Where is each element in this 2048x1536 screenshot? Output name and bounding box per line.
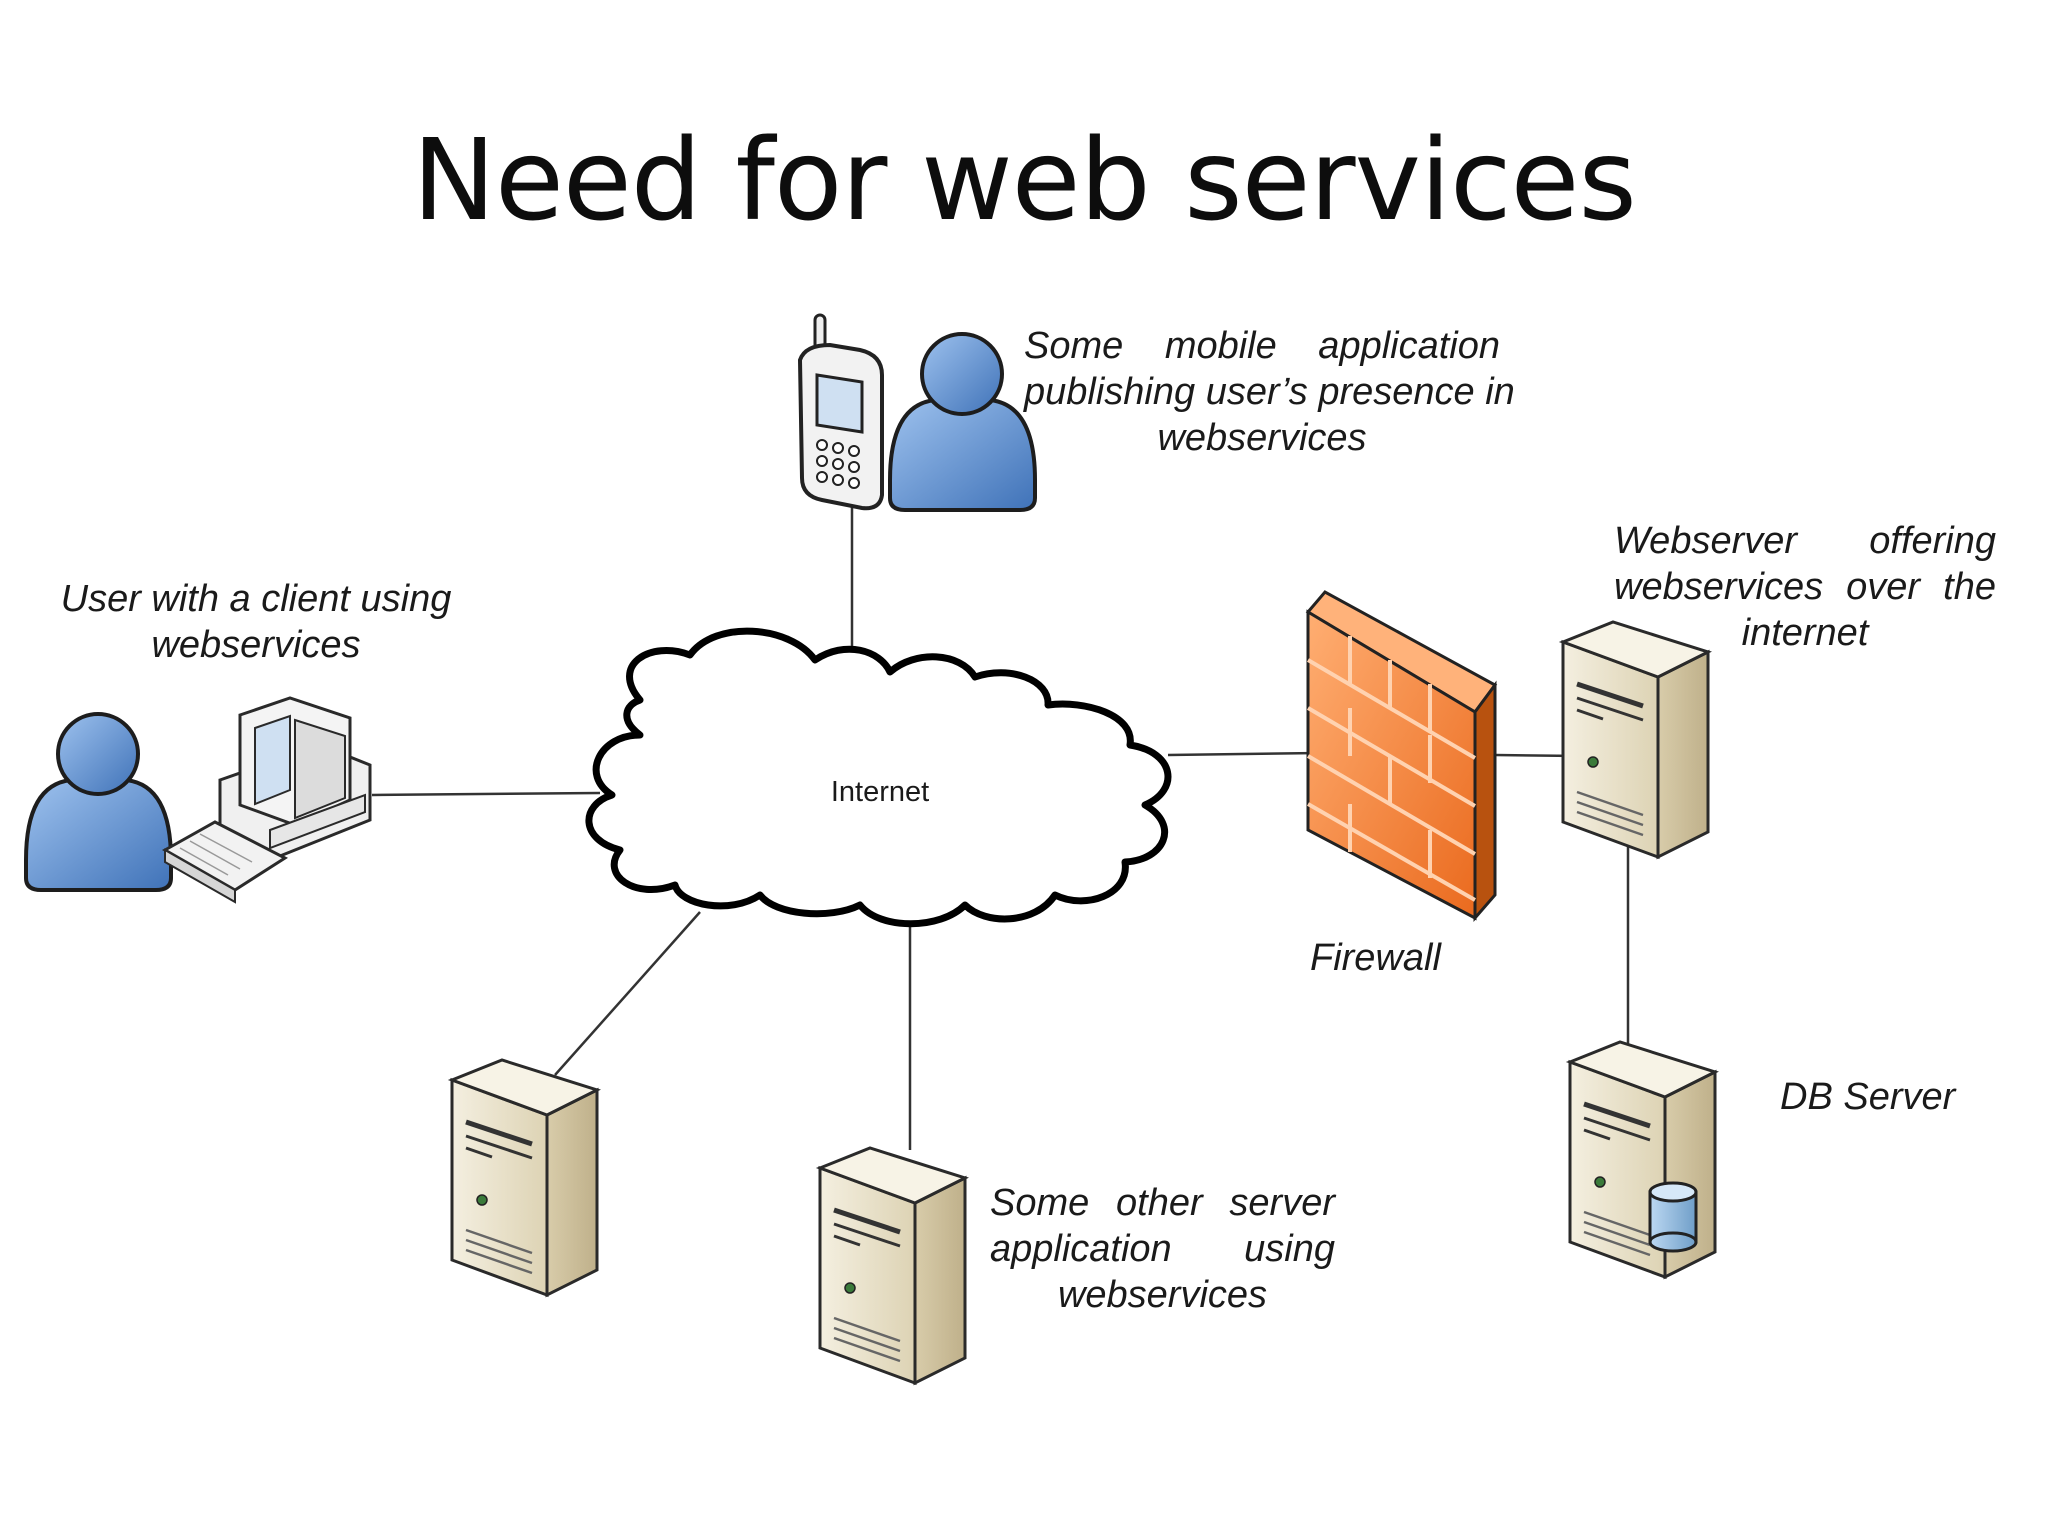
server-left-icon (452, 1060, 597, 1295)
internet-cloud-icon (585, 627, 1172, 928)
mobile-phone-icon (797, 313, 884, 511)
other-server-caption: Some other server application using webs… (990, 1182, 1335, 1316)
connection-lines (371, 500, 1630, 1150)
link-internet-server-left (554, 911, 701, 1076)
database-cylinder-icon (1648, 1181, 1698, 1253)
client-caption: User with a client using webservices (60, 578, 452, 666)
firewall-icon (1305, 590, 1498, 923)
webserver-caption: Webserver offering webservices over the … (1614, 520, 1996, 654)
mobile-caption: Some mobile application publishing user’… (1024, 325, 1515, 459)
client-person-icon (24, 712, 173, 892)
db-server-caption: DB Server (1780, 1076, 1956, 1118)
desktop-computer-icon (161, 696, 372, 904)
mobile-person-icon (888, 332, 1037, 512)
internet-label: Internet (830, 776, 930, 808)
webserver-icon (1563, 622, 1708, 857)
link-client-internet (371, 791, 601, 797)
firewall-caption: Firewall (1310, 937, 1441, 979)
slide-title: Need for web services (412, 116, 1637, 246)
server-bottom-icon (820, 1148, 965, 1383)
